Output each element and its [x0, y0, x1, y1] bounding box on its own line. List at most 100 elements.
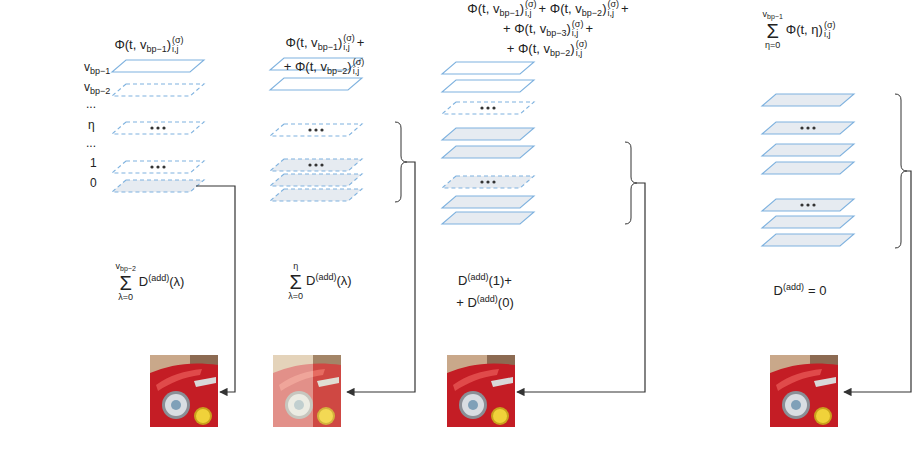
formula-part: 0 [90, 176, 97, 190]
ellipsis-dot [150, 126, 153, 129]
formula-part: bp−1 [318, 42, 338, 52]
formula-part: bp−3 [546, 28, 566, 38]
formula-part: D [139, 274, 148, 289]
formula: vbp−2 [84, 80, 110, 97]
formula-part: ) [570, 41, 574, 56]
formula-part: ηΣλ=0 [288, 262, 303, 302]
formula: Φ(t, vbp−1)(σ)i,j+ [286, 34, 365, 53]
formula-part: + Φ(t, v [503, 21, 546, 36]
formula-part: (σ)i,j [824, 21, 836, 40]
formula-part: ... [86, 136, 96, 150]
formula-part: (λ) [169, 274, 184, 289]
formula: + Φ(t, vbp−2)(σ)i,j [507, 40, 589, 59]
formula: ηΣλ=0D(add)(λ) [288, 262, 351, 302]
bit-plane [442, 212, 534, 224]
bracket [895, 94, 907, 248]
sum-lower-bound: λ=0 [116, 293, 136, 303]
bit-plane [762, 122, 854, 134]
sum-symbol: Σ [763, 21, 783, 41]
formula-part: bp−1 [146, 44, 166, 54]
superscript: (σ) [172, 36, 184, 45]
ellipsis-dot [308, 163, 311, 166]
ellipsis-dot [486, 106, 489, 109]
ellipsis-dot [162, 126, 165, 129]
car-photo [770, 355, 838, 427]
ellipsis-dot [480, 106, 483, 109]
formula-part: bp−2 [327, 66, 347, 76]
car-photo [447, 355, 515, 427]
ellipsis-dot [486, 180, 489, 183]
bit-plane [762, 94, 854, 106]
formula-part: + [357, 35, 365, 50]
ellipsis-dot [314, 128, 317, 131]
formula-part: (add) [148, 273, 169, 283]
bracket [625, 142, 637, 224]
formula-part: + [585, 21, 593, 36]
formula-part: 1 [90, 156, 97, 170]
bracket [395, 122, 407, 202]
bit-plane [762, 234, 854, 246]
car-photo [150, 355, 218, 427]
formula-part: + Φ(t, v [284, 59, 327, 74]
subscript: i,j [353, 67, 365, 76]
formula-part: ) [602, 1, 606, 16]
ellipsis-dot [800, 126, 803, 129]
formula-part: (add) [477, 294, 498, 304]
formula-part: Φ(t, η) [786, 22, 823, 37]
bit-plane [442, 176, 534, 188]
formula-part: vbp−2Σλ=0 [116, 262, 136, 303]
ellipsis-dot [320, 128, 323, 131]
formula-part: bp−1 [90, 66, 110, 76]
formula-part: Φ(t, v [467, 1, 499, 16]
ellipsis-dot [806, 203, 809, 206]
bit-plane [270, 78, 362, 90]
formula: 0 [90, 176, 97, 190]
formula: vbp−1Ση=0Φ(t, η)(σ)i,j [763, 10, 838, 51]
ellipsis-dot [806, 126, 809, 129]
superscript: (σ) [353, 58, 365, 67]
formula-part: v [84, 60, 90, 74]
bit-plane [442, 80, 534, 92]
formula-part: + [621, 1, 629, 16]
subscript: bp−2 [120, 265, 136, 272]
formula-part: ) [338, 35, 342, 50]
formula-part: ) [347, 59, 351, 74]
formula-part: + Φ(t, v [507, 41, 550, 56]
bit-plane [270, 189, 362, 201]
formula-part: (λ) [337, 273, 352, 288]
sum-lower-bound: λ=0 [288, 292, 303, 302]
subscript: i,j [343, 43, 355, 52]
ellipsis-dot [800, 203, 803, 206]
formula-part: vbp−1Ση=0 [763, 10, 783, 51]
formula-part: (0) [498, 295, 514, 310]
formula-part: (σ)i,j [607, 0, 619, 19]
ellipsis-dot [492, 106, 495, 109]
formula: vbp−2Σλ=0D(add)(λ) [116, 262, 185, 303]
bit-plane [762, 162, 854, 174]
formula-part: bp−2 [582, 8, 602, 18]
bit-plane [112, 60, 204, 72]
ellipsis-dot [812, 203, 815, 206]
formula-part: D [774, 283, 783, 298]
formula-part: (σ)i,j [572, 20, 584, 39]
formula-part: (add) [467, 272, 488, 282]
ellipsis-dot [156, 126, 159, 129]
formula-part: Φ(t, v [286, 35, 318, 50]
superscript: (σ) [525, 0, 537, 9]
formula-part: ) [167, 37, 171, 52]
formula: vbp−1 [84, 60, 110, 77]
ellipsis-dot [812, 126, 815, 129]
formula: + Φ(t, vbp−3)(σ)i,j+ [503, 20, 593, 39]
formula-part: (add) [783, 282, 804, 292]
sum-upper-bound: v [763, 9, 768, 19]
subscript: i,j [172, 45, 184, 54]
formula: D(add)(1)+ [458, 272, 512, 289]
subscript: i,j [824, 30, 836, 39]
formula-part: ) [567, 21, 571, 36]
formula-part: (σ)i,j [353, 58, 365, 77]
bit-plane-stack [270, 58, 362, 201]
formula-part: v [84, 80, 90, 94]
superscript: (σ) [572, 20, 584, 29]
formula-part: (add) [315, 272, 336, 282]
